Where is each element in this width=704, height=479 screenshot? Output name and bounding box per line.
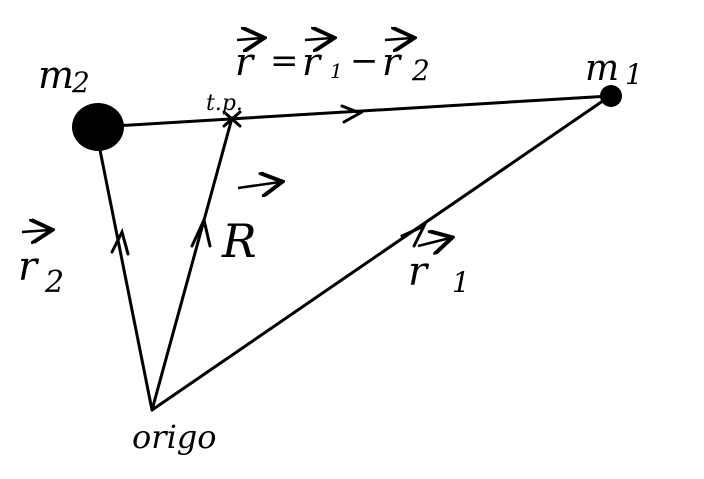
origin-label: origo: [132, 418, 217, 456]
r1-arrow-chevron: [400, 222, 428, 248]
r1-label: r: [408, 249, 430, 295]
r2-arrow-chevron: [110, 227, 130, 256]
r2-vector-line: [96, 138, 154, 412]
R-vector-line: [150, 116, 234, 412]
R-label: R: [221, 214, 257, 268]
eq-r2-subscript: 2: [411, 54, 430, 87]
eq-equals: =: [270, 41, 299, 81]
mass1-subscript: 1: [625, 58, 643, 91]
eq-r1: r: [302, 40, 323, 84]
mass1-dot: [600, 85, 622, 107]
eq-minus: −: [350, 41, 379, 81]
mass2-label: m: [38, 53, 74, 97]
eq-r2: r: [382, 40, 403, 84]
r2-subscript: 2: [44, 265, 64, 300]
r2-label: r: [18, 244, 40, 290]
eq-r1-subscript: 1: [330, 59, 343, 83]
eq-r: r: [235, 40, 256, 84]
r1-vector-line: [150, 94, 612, 412]
mass2-subscript: 2: [71, 66, 90, 99]
r1-subscript: 1: [452, 266, 470, 299]
R-arrow-chevron: [190, 215, 212, 248]
relative-vector-equation: r = r 1 − r 2: [235, 38, 430, 87]
mass1-label: m: [585, 48, 619, 89]
center-of-mass-marker: [222, 110, 242, 128]
mass2-dot: [72, 103, 124, 151]
relative-arrow-chevron: [340, 104, 364, 124]
center-of-mass-label: t.p.: [206, 91, 243, 116]
